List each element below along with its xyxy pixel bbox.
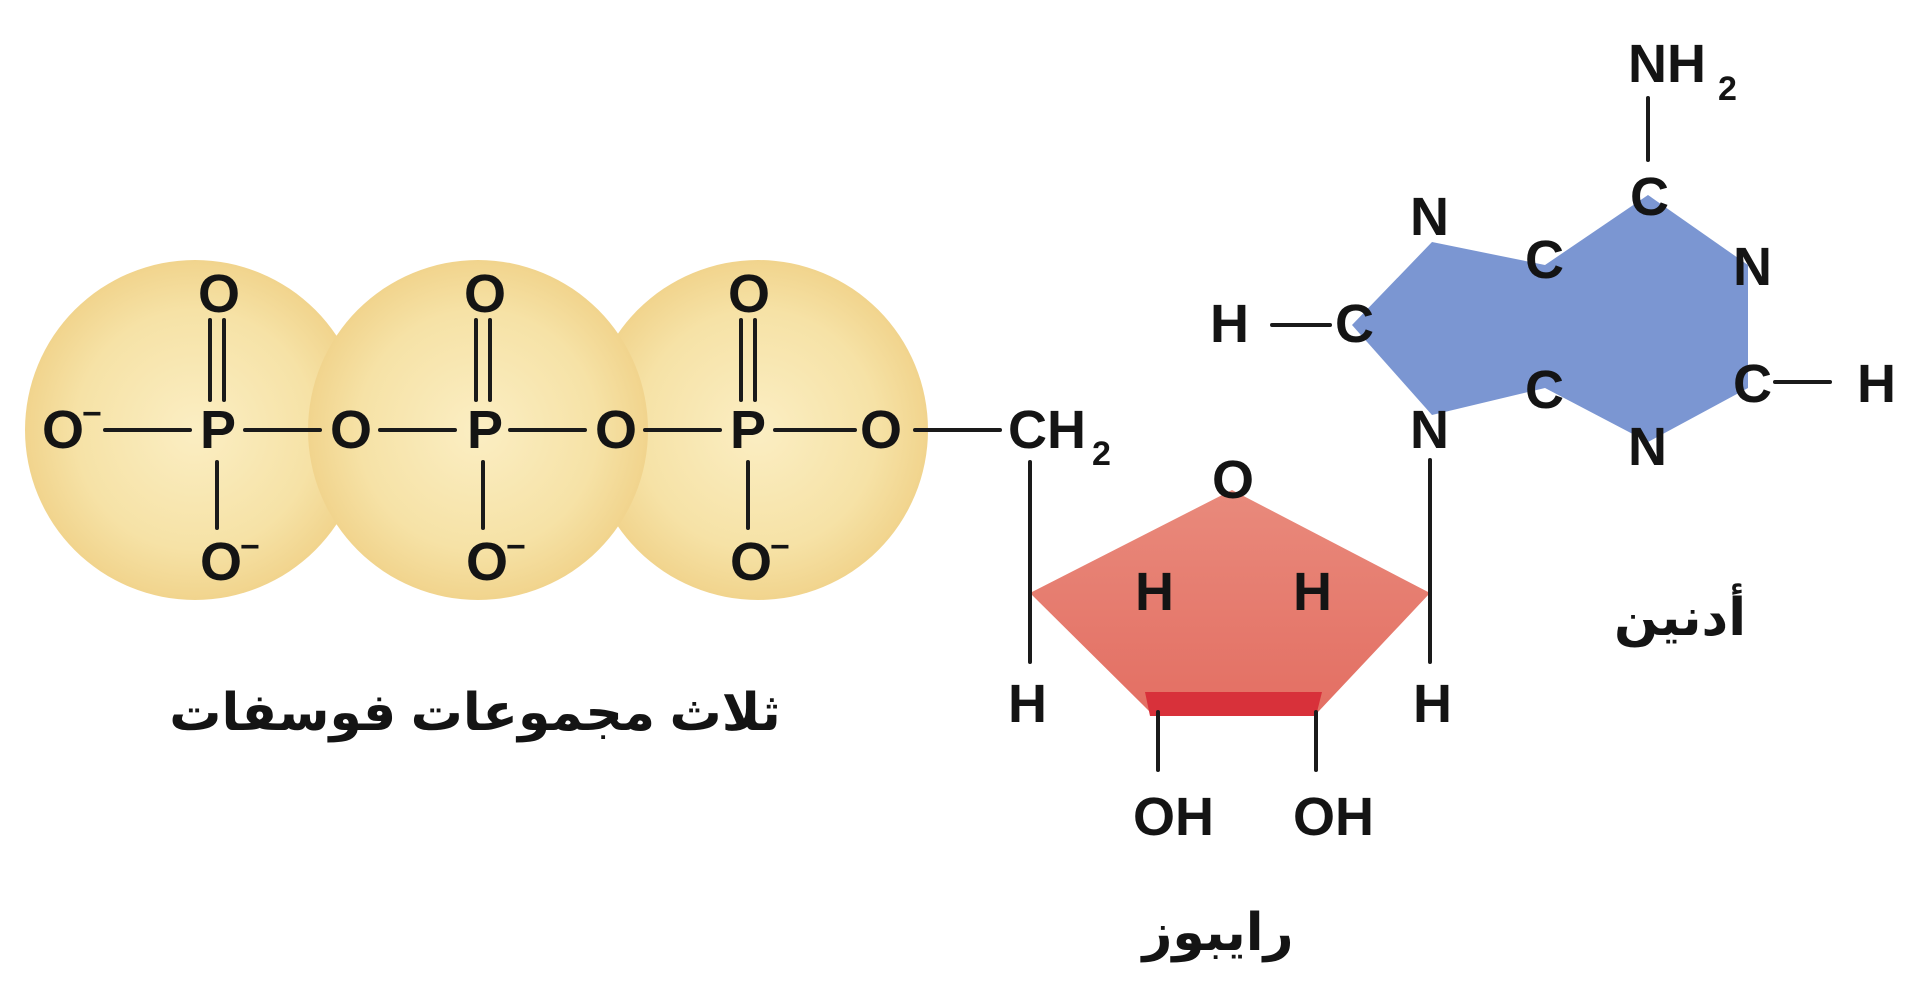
atom-oh-right: OH: [1293, 787, 1374, 847]
atom-nh2-subscript: 2: [1718, 70, 1737, 108]
charge-o-minus-left: −: [82, 395, 102, 433]
atom-o-bridge-1: O: [330, 400, 372, 460]
atom-p2: P: [467, 400, 503, 460]
atom-oh-left: OH: [1133, 787, 1214, 847]
label-ribose: رايبوز: [1139, 904, 1293, 963]
atom-n-right: N: [1733, 237, 1772, 297]
atom-c-top: C: [1630, 167, 1669, 227]
adenine-rings: [1352, 195, 1748, 442]
charge-o-bottom-3: −: [770, 528, 790, 566]
ribose-pentagon: [1030, 490, 1430, 712]
ribose-atoms: CH 2 O H H H H OH OH: [1008, 400, 1452, 847]
phosphate-atoms: O − P O P O P O O O O O − O − O −: [42, 264, 902, 592]
atom-o-bottom-3: O: [730, 532, 772, 592]
ribose-ring: [1030, 490, 1430, 716]
atom-c-mid-bottom: C: [1525, 360, 1564, 420]
phosphate-circle-3: [588, 260, 928, 600]
adenine-imidazole-ring: [1352, 242, 1545, 415]
phosphate-circle-1: [25, 260, 365, 600]
atom-n-bottom-left: N: [1410, 400, 1449, 460]
bonds: [103, 96, 1832, 772]
atom-n-bottom: N: [1628, 417, 1667, 477]
atom-h-inner-left: H: [1135, 562, 1174, 622]
atom-ring-o: O: [1212, 450, 1254, 510]
label-phosphates: ثلاث مجموعات فوسفات: [169, 684, 781, 743]
atom-o-bridge-2: O: [595, 400, 637, 460]
atom-h-left-adenine: H: [1210, 294, 1249, 354]
atom-c-right: C: [1733, 354, 1772, 414]
adenine-pyrimidine-ring: [1545, 195, 1748, 442]
atom-nh2: NH: [1628, 34, 1706, 94]
atom-o-bridge-3: O: [860, 400, 902, 460]
atom-h-left: H: [1008, 674, 1047, 734]
atom-c-left: C: [1335, 294, 1374, 354]
atom-ch2: CH: [1008, 400, 1086, 460]
adenine-atoms: NH 2 C N C N H C C C H N N: [1210, 34, 1896, 477]
atom-o-top-1: O: [198, 264, 240, 324]
atom-c-mid-top: C: [1525, 230, 1564, 290]
atom-o-top-3: O: [728, 264, 770, 324]
atom-p1: P: [200, 400, 236, 460]
atom-h-right: H: [1413, 674, 1452, 734]
atom-o-bottom-2: O: [466, 532, 508, 592]
atom-n-top-left: N: [1410, 187, 1449, 247]
charge-o-bottom-1: −: [240, 528, 260, 566]
atom-o-minus-left: O: [42, 400, 84, 460]
labels: ثلاث مجموعات فوسفات رايبوز أدنين: [169, 583, 1746, 963]
label-adenine: أدنين: [1614, 583, 1746, 648]
atom-ch2-subscript: 2: [1092, 435, 1111, 473]
phosphate-groups: [25, 260, 928, 600]
phosphate-circle-2: [308, 260, 648, 600]
atom-h-inner-right: H: [1293, 562, 1332, 622]
atom-h-right-adenine: H: [1857, 354, 1896, 414]
atom-p3: P: [730, 400, 766, 460]
atom-o-bottom-1: O: [200, 532, 242, 592]
charge-o-bottom-2: −: [506, 528, 526, 566]
atom-o-top-2: O: [464, 264, 506, 324]
ribose-bottom-edge: [1145, 692, 1322, 716]
